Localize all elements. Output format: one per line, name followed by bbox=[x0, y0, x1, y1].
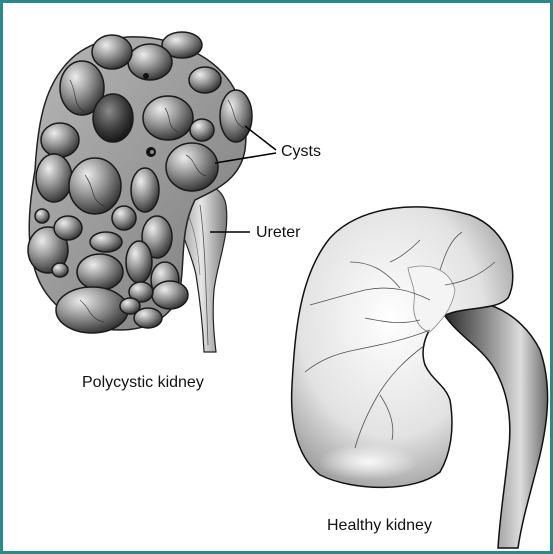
cysts-leader-upper bbox=[245, 126, 276, 150]
ureter-label: Ureter bbox=[256, 225, 300, 241]
healthy-ureter bbox=[440, 301, 548, 548]
polycystic-kidney bbox=[28, 32, 252, 352]
healthy-kidney-caption: Healthy kidney bbox=[327, 518, 432, 534]
cysts-label: Cysts bbox=[281, 144, 321, 160]
polycystic-kidney-caption: Polycystic kidney bbox=[82, 375, 204, 391]
healthy-kidney bbox=[292, 207, 548, 548]
